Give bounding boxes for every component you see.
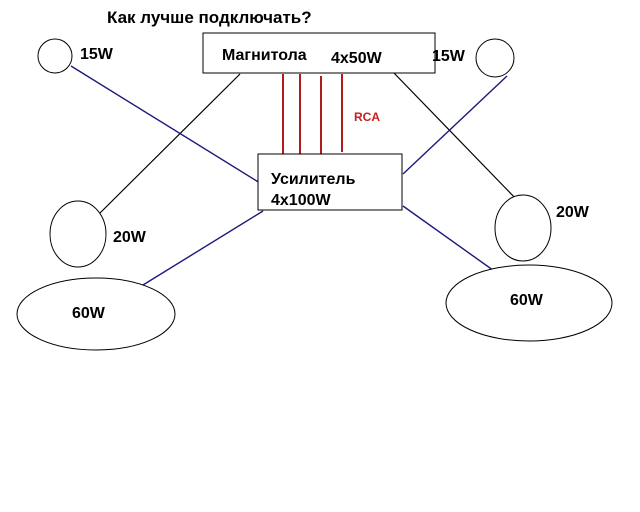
rca-label: RCA [354, 110, 380, 124]
speaker-right-small: 15W [432, 38, 515, 78]
amplifier-power: 4x100W [271, 192, 331, 209]
speaker-power-label: 60W [510, 292, 544, 309]
speaker-left-mid: 20W [49, 200, 147, 268]
diagram-title: Как лучше подключать? [107, 8, 312, 27]
amplifier-name: Усилитель [271, 171, 356, 188]
speaker-power-label: 15W [432, 48, 466, 65]
speaker-power-label: 20W [556, 204, 590, 221]
head-unit-power: 4x50W [331, 50, 383, 67]
wire-amp-left-large [142, 210, 264, 286]
speaker-left-large: 60W [16, 277, 176, 351]
rca-cables [282, 74, 343, 154]
speaker-right-mid: 20W [494, 194, 590, 262]
head-unit-name: Магнитола [222, 47, 307, 64]
wire-amp-right-small [402, 75, 508, 175]
speaker-power-label: 15W [80, 46, 114, 63]
wire-amp-right-large [402, 205, 498, 274]
speaker-left-small: 15W [37, 38, 114, 74]
wire-headunit-right-mid [392, 71, 520, 203]
amplifier-box: Усилитель 4x100W [257, 153, 403, 211]
speaker-power-label: 20W [113, 229, 147, 246]
wire-amp-left-small [70, 65, 261, 184]
head-unit-box: Магнитола 4x50W [202, 32, 436, 74]
speaker-power-label: 60W [72, 305, 106, 322]
wire-headunit-left-mid [97, 73, 241, 216]
speaker-right-large: 60W [445, 264, 613, 342]
